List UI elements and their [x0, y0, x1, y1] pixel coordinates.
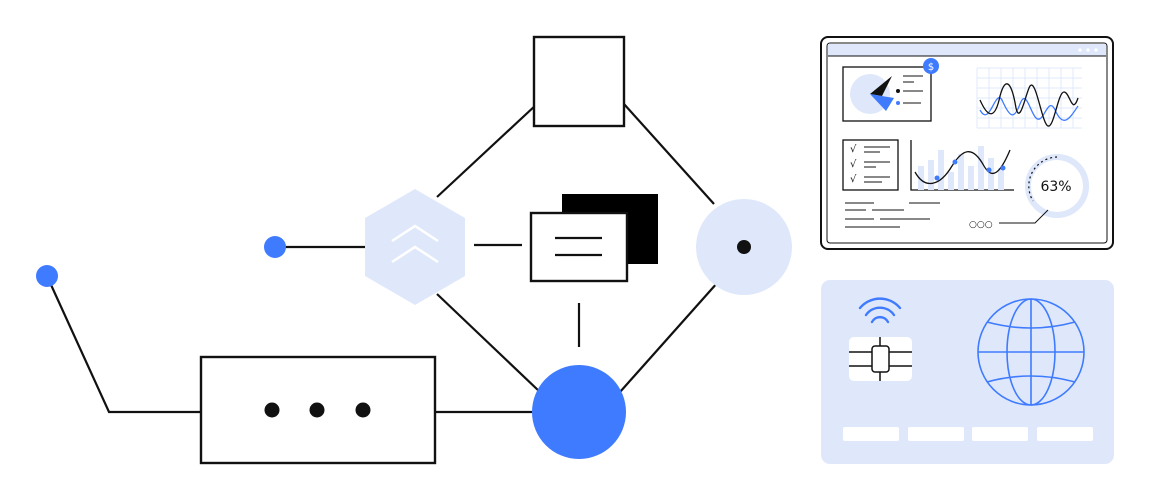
card-number-group [972, 427, 1028, 441]
bar-line-chart-widget [910, 140, 1014, 191]
trend-point [952, 159, 958, 165]
ellipsis-dot [355, 402, 371, 418]
window-dot-icon [1078, 48, 1082, 52]
chip-icon [849, 337, 912, 381]
footer-dots: ○○○ [969, 220, 993, 230]
gauge-dashed-arc [1028, 156, 1058, 202]
card-number [843, 427, 1093, 441]
connector-node-to-blue-circle [619, 281, 719, 393]
currency-badge-label: $ [928, 62, 934, 73]
trend-point [1000, 165, 1006, 171]
trend-point [934, 175, 940, 181]
hexagon-node [365, 189, 465, 305]
card-body [821, 280, 1114, 464]
endpoint-dot [36, 265, 58, 287]
document-front [529, 211, 629, 283]
chevron-up-icon [391, 245, 439, 264]
tablet-titlebar [828, 44, 1106, 56]
trend-point [986, 167, 992, 173]
card-number-group [1037, 427, 1093, 441]
connector-hex-to-blue-circle [436, 293, 541, 393]
pie-slice [870, 76, 892, 96]
text-lines-block [845, 202, 940, 228]
check-icon: √ [850, 174, 857, 185]
card-number-group [908, 427, 964, 441]
globe-icon [977, 298, 1085, 406]
gauge-widget: 63% [1025, 154, 1089, 218]
endpoint-dot [264, 236, 286, 258]
trend-line [914, 149, 1011, 184]
footer-connector [999, 209, 1049, 224]
gauge-percent-label: 63% [1040, 179, 1071, 195]
card-number-group [843, 427, 899, 441]
checklist-widget: √ √ √ [842, 139, 899, 191]
credit-card [821, 280, 1114, 464]
document-stack-icon [529, 194, 658, 283]
connector-left-dot-to-box [45, 275, 201, 414]
square-node [532, 35, 626, 128]
connector-square-to-node [623, 103, 715, 205]
connector-hex-to-square [436, 103, 538, 198]
check-icon: √ [850, 144, 857, 155]
node-center-dot [737, 240, 751, 254]
gauge-fill [1033, 154, 1089, 218]
window-dot-icon [1094, 48, 1098, 52]
wave-chart-widget [976, 67, 1082, 129]
light-circle-node [696, 199, 792, 295]
pie-widget: $ [842, 58, 939, 122]
chevron-up-icon [391, 224, 439, 243]
ellipsis-box [199, 355, 437, 465]
window-dot-icon [1086, 48, 1090, 52]
pie-slice [870, 94, 894, 111]
check-icon: √ [850, 159, 857, 170]
wave-series [979, 83, 1079, 127]
diagram-connectors [45, 103, 719, 414]
ellipsis-dot [309, 402, 325, 418]
ellipsis-dot [264, 402, 280, 418]
dashboard-tablet: $ √ √ √ [820, 36, 1114, 250]
currency-badge-icon [923, 58, 939, 74]
blue-circle-node [532, 365, 626, 459]
wifi-icon [858, 297, 902, 324]
